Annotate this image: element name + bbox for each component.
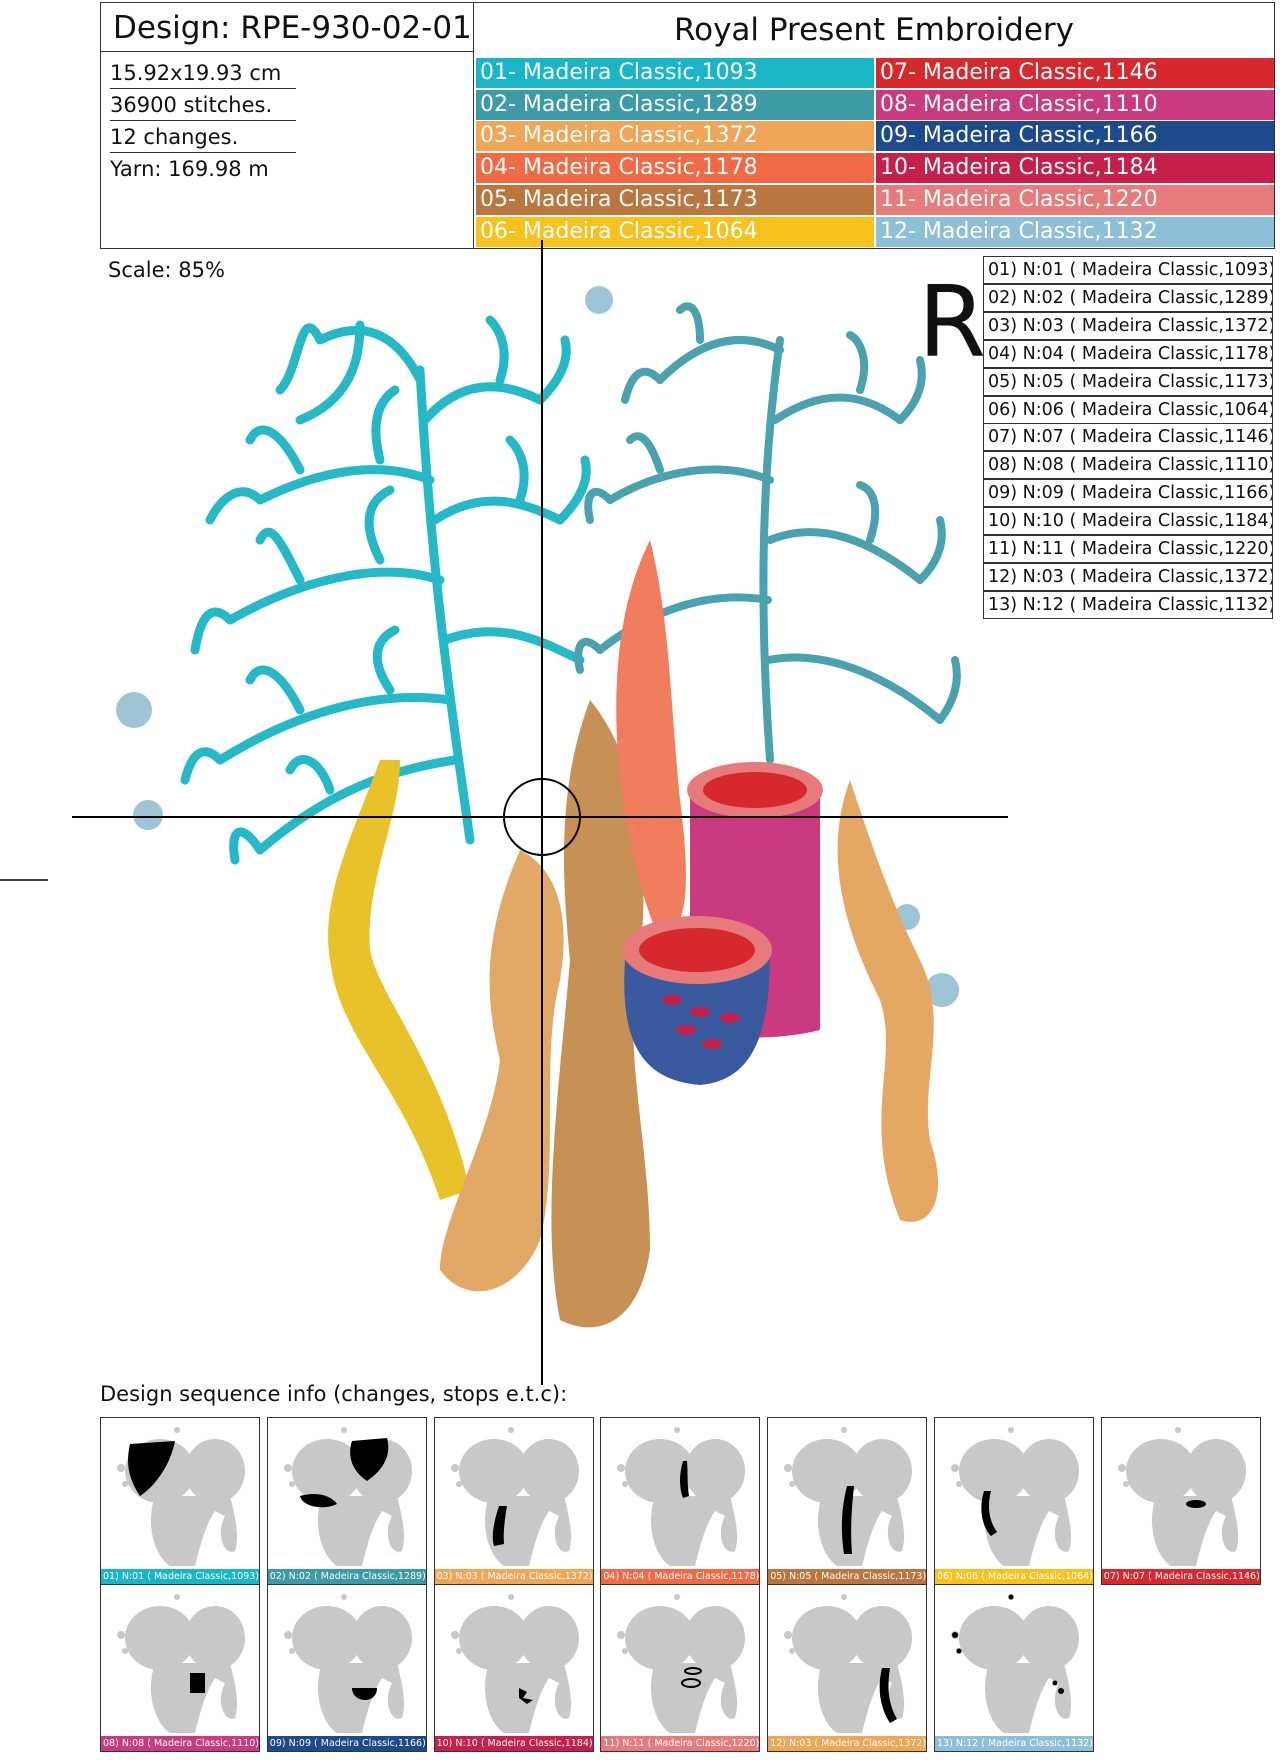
design-title: Design: RPE-930-02-01 (100, 2, 474, 52)
sequence-thumb-image (951, 1427, 1079, 1566)
stop-item-12: 12) N:03 ( Madeira Classic,1372) (983, 562, 1273, 591)
sequence-step-3: 03) N:03 ( Madeira Classic,1372) (433, 1417, 594, 1585)
sequence-step-caption: 05) N:05 ( Madeira Classic,1173) (768, 1569, 927, 1584)
stop-item-3: 03) N:03 ( Madeira Classic,1372) (983, 311, 1273, 340)
tube-orange (616, 540, 686, 940)
sequence-thumb-image (617, 1427, 746, 1566)
sequence-step-caption: 02) N:02 ( Madeira Classic,1289) (267, 1569, 426, 1584)
sequence-step-6: 06) N:06 ( Madeira Classic,1064) (934, 1417, 1094, 1585)
sequence-step-caption: 08) N:08 ( Madeira Classic,1110) (101, 1736, 259, 1751)
tube-tan-left (440, 850, 564, 1292)
sequence-step-2: 02) N:02 ( Madeira Classic,1289) (266, 1417, 427, 1585)
tube-yellow (328, 760, 470, 1200)
design-meta: 15.92x19.93 cm 36900 stitches. 12 change… (100, 52, 474, 249)
thread-color-4: 04- Madeira Classic,1178 (476, 153, 874, 184)
stop-item-11: 11) N:11 ( Madeira Classic,1220) (983, 535, 1273, 563)
sequence-step-7: 07) N:07 ( Madeira Classic,1146) (1100, 1417, 1261, 1585)
sequence-step-5: 05) N:05 ( Madeira Classic,1173) (767, 1417, 928, 1585)
right-coral (574, 302, 961, 764)
cup-blue (622, 916, 772, 1085)
center-crosshair (72, 240, 1008, 1385)
sequence-step-caption: 11) N:11 ( Madeira Classic,1220) (601, 1736, 760, 1751)
sequence-thumb-image (117, 1594, 245, 1733)
stitch-count: 36900 stitches. (110, 90, 296, 121)
sequence-step-caption: 13) N:12 ( Madeira Classic,1132) (935, 1736, 1093, 1751)
thread-color-8: 08- Madeira Classic,1110 (876, 89, 1274, 120)
thread-color-10: 10- Madeira Classic,1184 (876, 153, 1274, 184)
sequence-step-10: 10) N:10 ( Madeira Classic,1184) (433, 1584, 594, 1752)
sequence-thumb-image (450, 1427, 579, 1566)
sequence-thumb-image (951, 1594, 1079, 1733)
rotation-indicator: R (918, 266, 987, 380)
sequence-title: Design sequence info (changes, stops e.t… (100, 1382, 568, 1406)
yarn-length: Yarn: 169.98 m (110, 157, 269, 181)
sequence-thumb-image (450, 1594, 579, 1733)
thread-color-2: 02- Madeira Classic,1289 (476, 89, 874, 120)
sequence-step-8: 08) N:08 ( Madeira Classic,1110) (100, 1584, 260, 1752)
tube-tan-right (837, 780, 939, 1222)
sequence-step-caption: 01) N:01 ( Madeira Classic,1093) (101, 1569, 259, 1584)
sequence-thumb-image (117, 1427, 245, 1566)
tube-brown (551, 700, 650, 1328)
stop-item-10: 10) N:10 ( Madeira Classic,1184) (983, 507, 1273, 536)
sequence-thumb-image (283, 1594, 412, 1733)
sequence-step-1: 01) N:01 ( Madeira Classic,1093) (100, 1417, 260, 1585)
thread-color-3: 03- Madeira Classic,1372 (476, 121, 874, 152)
sequence-step-4: 04) N:04 ( Madeira Classic,1178) (600, 1417, 761, 1585)
stop-item-6: 06) N:06 ( Madeira Classic,1064) (983, 395, 1273, 424)
scale-label: Scale: 85% (108, 258, 225, 282)
stop-item-8: 08) N:08 ( Madeira Classic,1110) (983, 451, 1273, 480)
stop-item-5: 05) N:05 ( Madeira Classic,1173) (983, 367, 1273, 396)
sequence-step-11: 11) N:11 ( Madeira Classic,1220) (600, 1584, 761, 1752)
thread-color-9: 09- Madeira Classic,1166 (876, 121, 1274, 152)
thread-color-11: 11- Madeira Classic,1220 (876, 184, 1274, 215)
stop-item-7: 07) N:07 ( Madeira Classic,1146) (983, 423, 1273, 452)
header-box (100, 2, 1275, 249)
sequence-step-caption: 12) N:03 ( Madeira Classic,1372) (768, 1736, 927, 1751)
sequence-thumb-image (784, 1427, 913, 1566)
embroidery-design-preview (0, 240, 1008, 1385)
thread-color-7: 07- Madeira Classic,1146 (876, 58, 1274, 88)
sequence-step-9: 09) N:09 ( Madeira Classic,1166) (266, 1584, 427, 1752)
stop-item-4: 04) N:04 ( Madeira Classic,1178) (983, 339, 1273, 368)
stop-item-9: 09) N:09 ( Madeira Classic,1166) (983, 479, 1273, 508)
thread-color-12: 12- Madeira Classic,1132 (876, 216, 1274, 247)
stop-item-1: 01) N:01 ( Madeira Classic,1093) (983, 256, 1273, 284)
sequence-thumb-image (617, 1594, 746, 1733)
stop-item-2: 02) N:02 ( Madeira Classic,1289) (983, 283, 1273, 312)
sequence-thumb-image (784, 1594, 913, 1733)
sequence-step-13: 13) N:12 ( Madeira Classic,1132) (934, 1584, 1094, 1752)
thread-color-1: 01- Madeira Classic,1093 (476, 58, 874, 88)
sequence-step-caption: 09) N:09 ( Madeira Classic,1166) (267, 1736, 426, 1751)
sequence-step-12: 12) N:03 ( Madeira Classic,1372) (767, 1584, 928, 1752)
sequence-step-caption: 10) N:10 ( Madeira Classic,1184) (434, 1736, 593, 1751)
bubbles (116, 286, 959, 1007)
design-size: 15.92x19.93 cm (110, 58, 296, 89)
thread-color-5: 05- Madeira Classic,1173 (476, 184, 874, 215)
brand-name: Royal Present Embroidery (673, 12, 1075, 48)
color-changes: 12 changes. (110, 122, 296, 153)
sequence-step-caption: 06) N:06 ( Madeira Classic,1064) (935, 1569, 1093, 1584)
sequence-step-caption: 04) N:04 ( Madeira Classic,1178) (601, 1569, 760, 1584)
sequence-thumb-image (283, 1427, 412, 1566)
left-coral (180, 315, 591, 865)
sequence-step-caption: 07) N:07 ( Madeira Classic,1146) (1101, 1569, 1260, 1584)
stop-item-13: 13) N:12 ( Madeira Classic,1132) (983, 590, 1273, 619)
sequence-thumb-image (1117, 1427, 1246, 1566)
sequence-step-caption: 03) N:03 ( Madeira Classic,1372) (434, 1569, 593, 1584)
